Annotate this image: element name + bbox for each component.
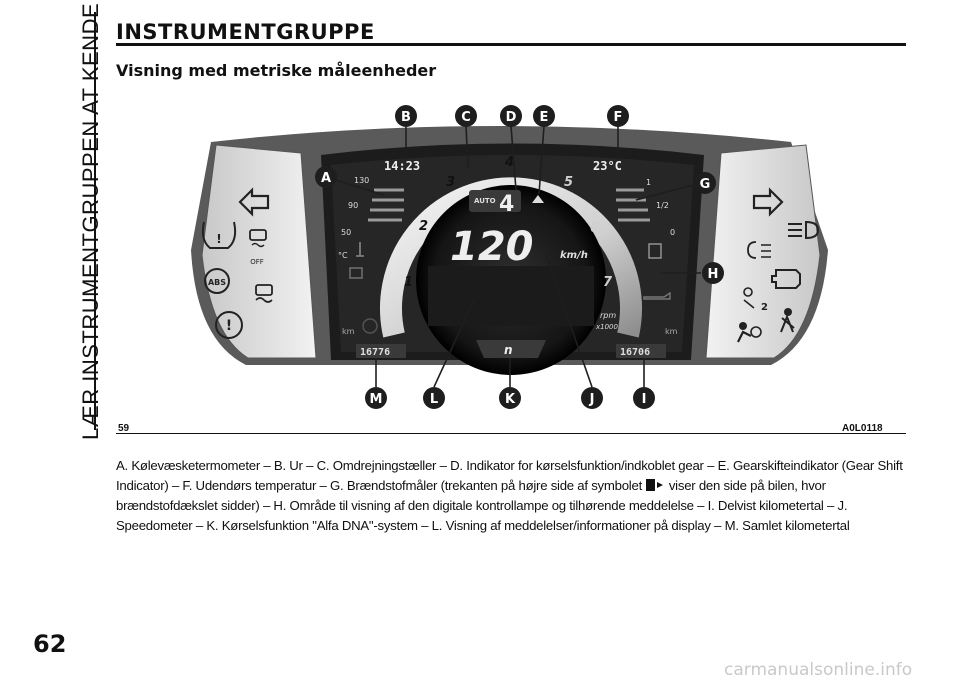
- gear-mode-label: AUTO: [474, 197, 496, 205]
- callout-l: L: [423, 387, 445, 409]
- callout-f: F: [607, 105, 629, 127]
- km-label-left: km: [342, 327, 355, 336]
- dna-mode-readout: n: [504, 343, 513, 357]
- svg-text:K: K: [505, 392, 516, 407]
- speed-readout: 120: [450, 224, 534, 270]
- callout-d: D: [500, 105, 522, 127]
- svg-text:I: I: [642, 392, 647, 407]
- svg-text:G: G: [700, 177, 711, 192]
- fuel-scale-full: 1: [646, 178, 651, 187]
- odometer-total: 16776: [360, 347, 390, 358]
- off-label: OFF: [250, 258, 264, 266]
- figure-caption: A. Kølevæsketermometer – B. Ur – C. Omdr…: [116, 456, 908, 536]
- svg-text:H: H: [708, 267, 719, 282]
- svg-text:C: C: [461, 110, 471, 125]
- rpm-4: 4: [504, 155, 514, 170]
- clock-readout: 14:23: [384, 159, 420, 173]
- title-rule: [116, 43, 906, 46]
- callout-b: B: [395, 105, 417, 127]
- section-title: INSTRUMENTGRUPPE: [116, 20, 375, 44]
- callout-g: G: [694, 172, 716, 194]
- svg-text:F: F: [614, 110, 623, 125]
- rpm-3: 3: [446, 175, 455, 190]
- message-display-area: [428, 266, 594, 326]
- rpm-label: rpm: [600, 311, 616, 320]
- fuel-scale-half: 1/2: [656, 201, 669, 210]
- callout-j: J: [581, 387, 603, 409]
- rpm-7: 7: [603, 275, 613, 290]
- svg-text:M: M: [370, 392, 383, 407]
- callout-e: E: [533, 105, 555, 127]
- odometer-trip: 16706: [620, 347, 650, 358]
- svg-text:D: D: [506, 110, 517, 125]
- callout-a: A: [315, 166, 337, 188]
- chapter-title-vertical: LÆR INSTRUMENTGRUPPEN AT KENDE: [78, 3, 104, 440]
- temp-scale-50: 50: [341, 228, 351, 237]
- watermark: carmanualsonline.info: [724, 660, 912, 680]
- temp-scale-130: 130: [354, 176, 369, 185]
- svg-text:E: E: [540, 110, 549, 125]
- svg-text:!: !: [216, 232, 221, 246]
- fuel-pump-icon: [645, 478, 665, 492]
- callout-k: K: [499, 387, 521, 409]
- gear-number: 4: [499, 192, 514, 217]
- rpm-1: 1: [404, 275, 413, 290]
- fuel-scale-empty: 0: [670, 228, 675, 237]
- svg-text:B: B: [401, 110, 411, 125]
- rpm-multiplier: x1000: [595, 323, 619, 331]
- temp-scale-90: 90: [348, 201, 358, 210]
- rpm-6: 6: [590, 221, 599, 236]
- temp-unit: °C: [338, 251, 348, 260]
- page-number: 62: [33, 630, 66, 658]
- figure-rule: [116, 433, 906, 434]
- instrument-cluster-illustration: ! OFF ABS ! 2 130 90 50 °C 14:23 23°C 1: [116, 90, 906, 435]
- outside-temp-readout: 23°C: [593, 159, 622, 173]
- callout-c: C: [455, 105, 477, 127]
- section-subtitle: Visning med metriske måleenheder: [116, 61, 436, 80]
- speed-unit: km/h: [560, 250, 588, 261]
- rpm-2: 2: [419, 219, 428, 234]
- rpm-5: 5: [564, 175, 573, 190]
- svg-text:J: J: [589, 392, 595, 407]
- km-label-right: km: [665, 327, 678, 336]
- svg-text:2: 2: [761, 302, 768, 313]
- chapter-tab: LÆR INSTRUMENTGRUPPEN AT KENDE 62: [0, 0, 96, 686]
- svg-text:L: L: [430, 392, 438, 407]
- callout-m: M: [365, 387, 387, 409]
- svg-text:A: A: [321, 171, 331, 186]
- instrument-cluster-figure: ! OFF ABS ! 2 130 90 50 °C 14:23 23°C 1: [116, 90, 906, 435]
- abs-label: ABS: [208, 278, 226, 287]
- callout-h: H: [702, 262, 724, 284]
- svg-text:!: !: [226, 318, 232, 334]
- callout-i: I: [633, 387, 655, 409]
